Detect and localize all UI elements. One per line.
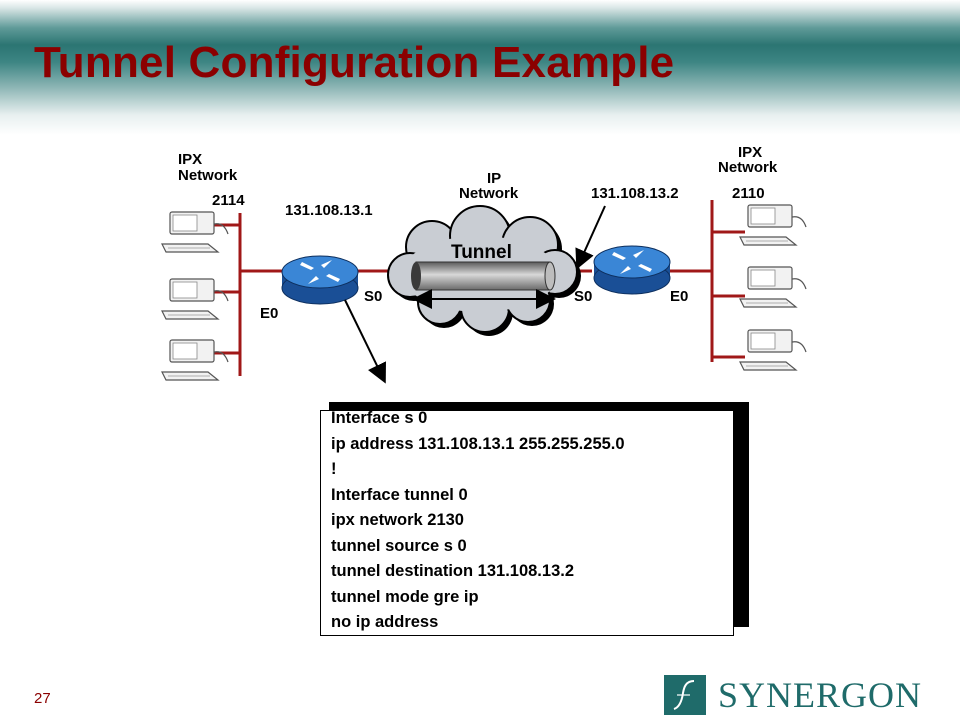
tunnel-label: Tunnel [451, 242, 512, 263]
pointer-arrow-config [344, 299, 386, 384]
router-left-icon [281, 255, 359, 305]
right-lan-segment [670, 200, 745, 362]
config-line: tunnel mode gre ip [331, 587, 479, 606]
logo-text: SYNERGON [718, 675, 923, 715]
left-router-ip: 131.108.13.1 [285, 202, 373, 219]
workstation-right-2 [739, 266, 807, 308]
left-network-number: 2114 [212, 192, 245, 209]
workstation-right-1 [739, 204, 807, 246]
right-network-protocol: IPX [738, 144, 763, 161]
config-line: ! [331, 460, 337, 478]
right-router-serial: S0 [574, 288, 593, 305]
right-network-number: 2110 [732, 185, 765, 202]
config-line: Interface tunnel 0 [331, 485, 468, 504]
config-box: Interface s 0 ip address 131.108.13.1 25… [320, 410, 734, 636]
workstation-left-2 [161, 278, 229, 320]
synergon-logo: SYNERGON [664, 675, 942, 715]
tunnel-tube [411, 261, 556, 291]
ip-network-word: Network [459, 185, 519, 202]
workstation-left-1 [161, 211, 229, 253]
right-router-ip: 131.108.13.2 [591, 185, 679, 202]
config-line: tunnel source s 0 [331, 536, 467, 555]
config-line: Interface s 0 [331, 410, 428, 427]
workstation-right-3 [739, 329, 807, 371]
left-lan-segment [213, 213, 282, 376]
config-line: ipx network 2130 [331, 511, 464, 529]
config-line: no ip address [331, 613, 439, 631]
pointer-arrow-right-ip [575, 205, 606, 270]
slide-title: Tunnel Configuration Example [34, 38, 675, 87]
config-line: ip address 131.108.13.1 255.255.255.0 [331, 434, 625, 453]
right-router-ethernet: E0 [670, 288, 689, 305]
page-number: 27 [34, 690, 51, 707]
header-band [0, 0, 960, 135]
right-network-word: Network [718, 159, 778, 176]
config-lines: Interface s 0 ip address 131.108.13.1 25… [331, 410, 733, 635]
workstation-left-3 [161, 339, 229, 381]
ip-network-protocol: IP [487, 170, 502, 187]
left-router-ethernet: E0 [260, 305, 279, 322]
logo-mark-icon [664, 675, 706, 715]
config-line: tunnel destination 131.108.13.2 [331, 562, 575, 580]
left-network-protocol: IPX [178, 151, 203, 168]
router-right-icon [593, 245, 671, 295]
left-router-serial: S0 [364, 288, 383, 305]
left-network-word: Network [178, 167, 238, 184]
